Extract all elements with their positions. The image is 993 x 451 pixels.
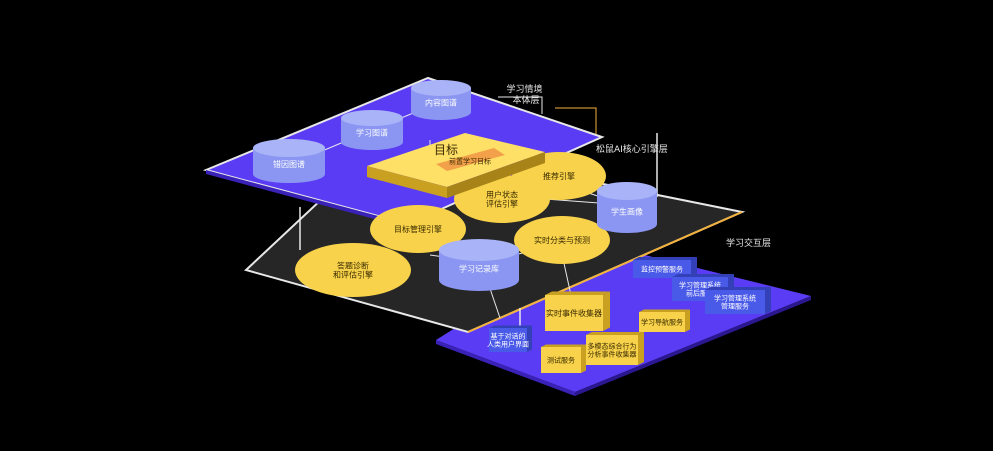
engine-layer-edge-orange <box>467 211 743 333</box>
engine-label: 用户状态评估引擎 <box>486 189 518 208</box>
cylinder-label: 错因图谱 <box>273 159 305 169</box>
service-box-gold: 测试服务 <box>541 344 586 373</box>
engine-label: 实时分类与预测 <box>534 235 590 245</box>
knowledge-cylinder: 学习图谱 <box>341 110 403 150</box>
engine-ellipse <box>370 205 466 253</box>
learning-record-cylinder: 学习记录库 <box>439 239 519 291</box>
service-box-gold: 学习导航服务 <box>639 309 690 332</box>
service-box-gold: 实时事件收集器 <box>545 291 610 331</box>
engine-ellipse <box>514 216 610 264</box>
goal-subtitle: 前置学习目标 <box>449 156 491 165</box>
engine-label: 推荐引擎 <box>543 171 575 181</box>
service-box-gold: 多模态综合行为分析事件收集器 <box>586 332 644 365</box>
engine-label: 答题诊断和评估引擎 <box>333 260 373 279</box>
service-box-blue: 基于对话的人类用户界面 <box>487 325 532 352</box>
service-box-blue: 监控预警服务 <box>633 257 697 278</box>
service-label: 学习管理系统管理服务 <box>714 294 756 311</box>
service-label: 监控预警服务 <box>641 264 683 273</box>
service-box-blue: 学习管理系统管理服务 <box>705 287 771 314</box>
cylinder-label: 学生画像 <box>611 206 643 216</box>
service-label: 测试服务 <box>547 355 575 364</box>
goal-title: 目标 <box>434 143 458 157</box>
service-label: 学习管理系统前后服务 <box>679 281 721 298</box>
service-label: 实时事件收集器 <box>546 308 602 318</box>
engine-label: 目标管理引擎 <box>394 224 442 234</box>
interaction-layer-title: 学习交互层 <box>726 237 771 249</box>
cylinder-label: 内容图谱 <box>425 98 457 108</box>
service-label: 学习导航服务 <box>641 317 683 326</box>
knowledge-cylinder: 内容图谱 <box>411 80 471 120</box>
engine-layer-label: 松鼠AI核心引擎层 <box>596 143 668 155</box>
interaction-layer-plane-edge <box>436 340 575 396</box>
service-label: 多模态综合行为分析事件收集器 <box>588 342 637 359</box>
student-profile-cylinder: 学生画像 <box>597 182 657 233</box>
cylinder-label: 学习图谱 <box>356 128 388 138</box>
cylinder-label: 学习记录库 <box>459 263 499 273</box>
engine-ellipse <box>454 175 550 223</box>
ontology-layer-label: 学习情境 本体层 <box>507 83 546 106</box>
knowledge-cylinder: 错因图谱 <box>253 139 325 183</box>
engine-ellipse <box>295 243 411 297</box>
service-label: 基于对话的人类用户界面 <box>487 332 529 349</box>
